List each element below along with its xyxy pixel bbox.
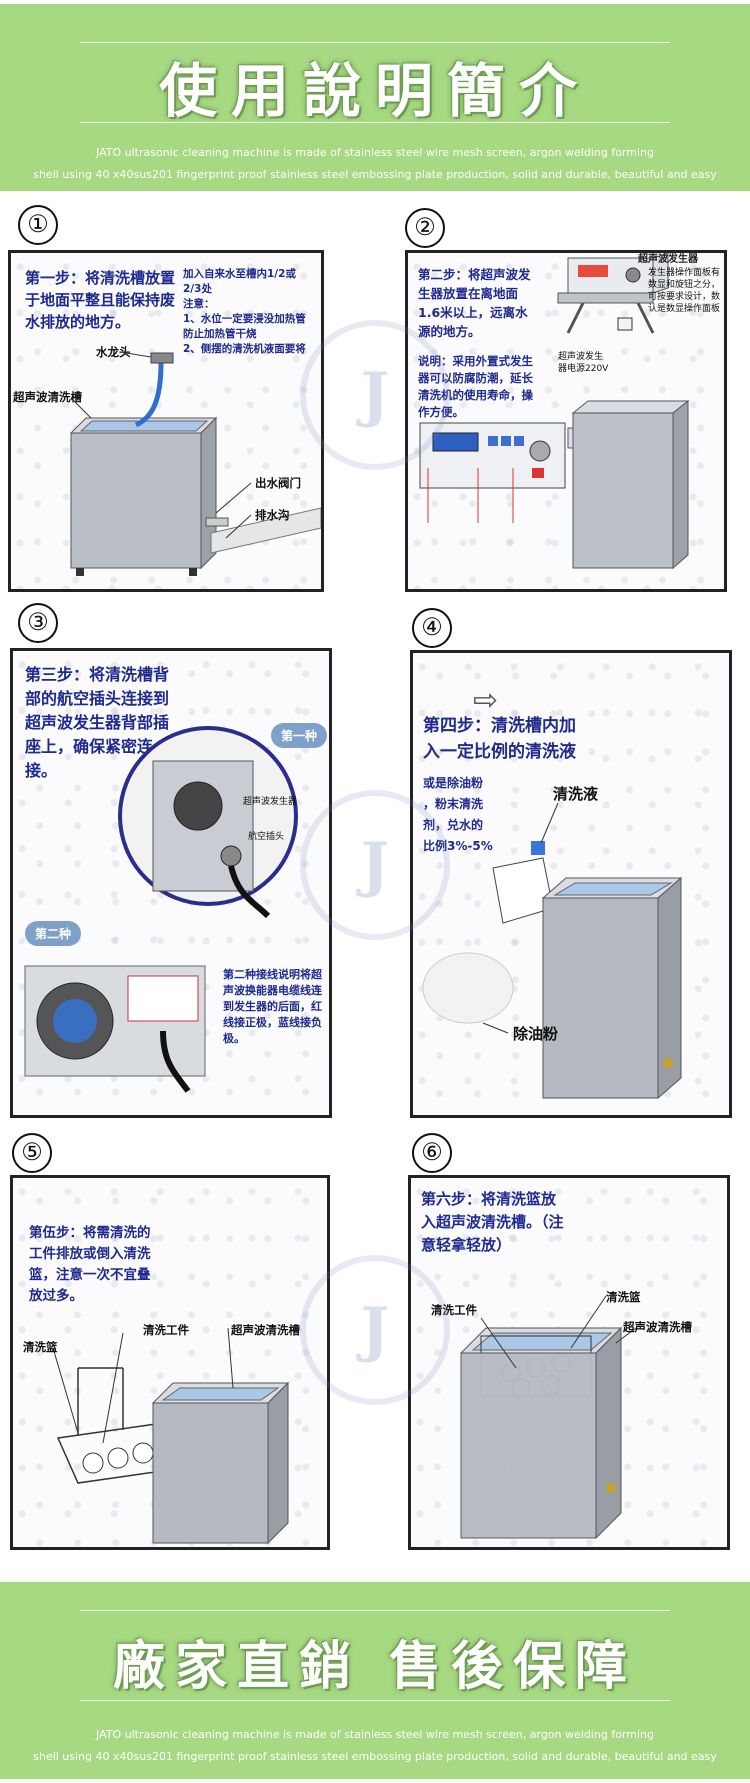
step4-number: ④: [412, 608, 452, 648]
step1-note-line: 注意：: [183, 298, 215, 310]
header-rule-bottom: [80, 122, 670, 123]
step1-label-drain: 排水沟: [255, 508, 290, 522]
step4-title: 第四步：清洗槽内加 入一定比例的清洗液: [423, 713, 576, 765]
step2-panel-desc-line: 发生器操作面板有: [648, 268, 721, 278]
step6-label-tank: 超声波清洗槽: [623, 1320, 692, 1334]
step1-note: 加入自来水至槽内1/2或 2/3处 注意： 1、水位一定要浸没加热管 防止加热管…: [183, 267, 321, 357]
step6-illustration: [459, 1295, 637, 1540]
step2-panel-desc-line: 数显和旋钮之分，: [648, 280, 721, 290]
step5-panel: 第伍步：将需清洗的工件排放或倒入清洗篮，注意一次不宜叠放过多。 清洗工件 清洗篮…: [10, 1175, 330, 1550]
step2-panel: 第二步：将超声波发生器放置在离地面1.6米以上，远离水源的地方。 说明：采用外置…: [405, 250, 727, 592]
step6-label-basket: 清洗篮: [606, 1290, 641, 1304]
step3-tag-second: 第二种: [25, 921, 82, 946]
step4-illustration: [422, 802, 683, 1100]
step6-panel: 第六步：将清洗篮放入超声波清洗槽。（注意轻拿轻放） 清洗工件 清洗篮 超声波清洗…: [408, 1175, 730, 1550]
step1-note-line: 2、侧摆的清洗机液面要将: [183, 343, 306, 355]
footer-banner: 廠家直銷 售後保障 JATO ultrasonic cleaning machi…: [0, 1578, 750, 1783]
step4-title-line: 第四步：清洗槽内加: [423, 716, 576, 736]
footer-title: 廠家直銷 售後保障: [112, 1636, 638, 1697]
step1-illustration: [69, 352, 321, 576]
step1-label-tank: 超声波清洗槽: [13, 390, 82, 404]
step3-title: 第三步：将清洗槽背部的航空插头连接到超声波发生器背部插座上，确保紧密连接。: [25, 665, 170, 780]
step2-power-line: 器电源220V: [558, 364, 609, 374]
footer-rule-bottom: [80, 1700, 670, 1701]
step2-panel-desc-line: 可按要求设计，数: [648, 292, 721, 302]
arrow-right-icon: ⇨: [473, 683, 499, 718]
step2-power-line: 超声波发生: [558, 352, 604, 362]
step5-label-workpiece: 清洗工件: [143, 1323, 189, 1337]
footer-desc-line1: JATO ultrasonic cleaning machine is made…: [96, 1728, 654, 1741]
footer-rule-top: [80, 1610, 670, 1611]
step4-label-powder: 除油粉: [513, 1025, 559, 1043]
footer-desc-line2: shell using 40 x40sus201 fingerprint pro…: [33, 1750, 717, 1763]
step1-note-line: 1、水位一定要浸没加热管: [183, 313, 306, 325]
step4-title-line: 入一定比例的清洗液: [423, 742, 576, 762]
step2-panel-desc-line: 认是数显操作面板: [648, 304, 721, 314]
step4-panel: ⇨ 第四步：清洗槽内加 入一定比例的清洗液 或是除油粉 ，粉末清洗 剂，兑水的 …: [410, 650, 732, 1118]
step5-illustration: [52, 1327, 290, 1545]
step1-title: 第一步：将清洗槽放置于地面平整且能保持废水排放的地方。: [25, 269, 176, 331]
step5-title: 第伍步：将需清洗的工件排放或倒入清洗篮，注意一次不宜叠放过多。: [29, 1225, 151, 1304]
step5-number: ⑤: [12, 1133, 52, 1173]
step2-label-panel-desc: 发生器操作面板有 数显和旋钮之分， 可按要求设计，数 认是数显操作面板: [648, 267, 720, 315]
step2-title: 第二步：将超声波发生器放置在离地面1.6米以上，远离水源的地方。: [418, 267, 531, 339]
step2-label-power: 超声波发生 器电源220V: [558, 351, 608, 375]
step1-label-faucet: 水龙头: [96, 345, 131, 359]
step6-number: ⑥: [412, 1133, 452, 1173]
step3-number: ③: [18, 603, 58, 643]
step6-title: 第六步：将清洗篮放入超声波清洗槽。（注意轻拿轻放）: [421, 1190, 564, 1254]
step4-label-liquid: 清洗液: [553, 785, 599, 803]
step4-note-line: 或是除油粉: [423, 776, 484, 790]
watermark-logo: J: [300, 1255, 450, 1405]
step3-illustration: [24, 726, 298, 1093]
step2-number: ②: [405, 208, 445, 248]
step3-note: 第二种接线说明将超声波换能器电缆线连到发生器的后面，红线接正极，蓝线接负极。: [223, 968, 322, 1045]
header-banner: 使用說明簡介 JATO ultrasonic cleaning machine …: [0, 0, 750, 195]
step5-label-basket: 清洗篮: [23, 1340, 58, 1354]
step3-label-plug: 航空插头: [248, 832, 285, 842]
step3-tag-first: 第一种: [271, 723, 328, 748]
step1-panel: 第一步：将清洗槽放置于地面平整且能保持废水排放的地方。 加入自来水至槽内1/2或…: [8, 250, 324, 592]
header-desc-line2: shell using 40 x40sus201 fingerprint pro…: [33, 168, 717, 181]
watermark-logo: J: [300, 790, 450, 940]
header-rule-top: [80, 42, 670, 43]
step1-number: ①: [18, 205, 58, 245]
step2-illustration: [419, 253, 690, 570]
step2-brand: ULTRASONIC GENERATOR: [513, 250, 603, 257]
step5-label-tank: 超声波清洗槽: [231, 1323, 300, 1337]
header-desc-line1: JATO ultrasonic cleaning machine is made…: [96, 146, 654, 159]
step1-note-line: 2/3处: [183, 283, 212, 295]
step3-label-generator: 超声波发生器: [243, 797, 298, 807]
step3-panel: 第三步：将清洗槽背部的航空插头连接到超声波发生器背部插座上，确保紧密连接。 第一…: [10, 648, 332, 1118]
step4-note-line: ，粉末清洗: [423, 797, 484, 811]
watermark-logo: J: [300, 320, 450, 470]
step1-label-valve: 出水阀门: [255, 476, 301, 490]
step2-label-generator: 超声波发生器: [638, 254, 698, 265]
step1-note-line: 加入自来水至槽内1/2或: [183, 268, 296, 280]
header-title: 使用說明簡介: [158, 57, 591, 125]
step1-note-line: 防止加热管干烧: [183, 328, 257, 340]
